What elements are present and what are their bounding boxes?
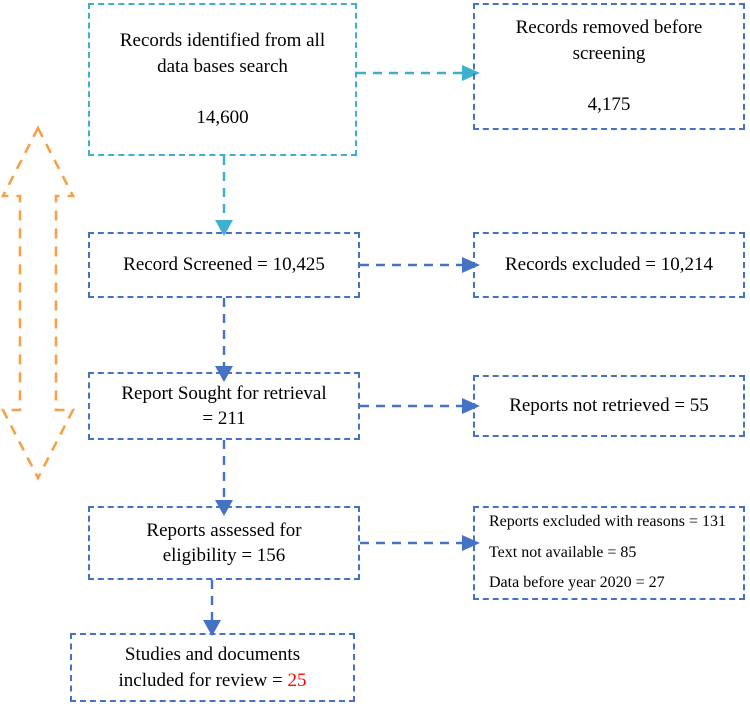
- box-excluded-reasons-line-1: Reports excluded with reasons = 131: [489, 513, 726, 531]
- arrow-identification-to-screened: [215, 156, 233, 236]
- box-identification-line-2: data bases search: [157, 55, 288, 77]
- box-reports-not-retrieved: Reports not retrieved = 55: [473, 375, 745, 437]
- box-included-count: 25: [287, 669, 307, 691]
- box-removed-line-1: Records removed before: [515, 17, 703, 39]
- box-records-screened: Record Screened = 10,425: [88, 232, 360, 298]
- box-records-screened-text: Record Screened = 10,425: [123, 254, 325, 276]
- box-reports-not-retrieved-text: Reports not retrieved = 55: [509, 395, 709, 417]
- arrow-sought-to-assessed: [215, 440, 233, 516]
- box-excluded-reasons-line-3: Data before year 2020 = 27: [489, 574, 665, 592]
- box-reports-sought-line-1: Report Sought for retrieval: [121, 382, 327, 404]
- box-reports-excluded-reasons: Reports excluded with reasons = 131 Text…: [473, 506, 745, 600]
- box-identification: Records identified from all data bases s…: [88, 3, 357, 156]
- box-reports-sought: Report Sought for retrieval = 211: [88, 372, 360, 440]
- arrow-identification-to-removed: [357, 65, 480, 81]
- box-included-studies: Studies and documents included for revie…: [70, 633, 355, 702]
- box-identification-count: 14,600: [196, 107, 249, 129]
- box-reports-sought-line-2: = 211: [202, 408, 246, 429]
- arrow-assessed-to-excluded-reasons: [360, 535, 480, 551]
- box-removed-before-screening: Records removed before screening 4,175: [473, 3, 745, 130]
- arrow-assessed-to-included: [203, 580, 221, 636]
- box-removed-line-2: screening: [572, 42, 646, 64]
- box-reports-assessed-line-2: eligibility = 156: [162, 545, 286, 566]
- phase-range-arrow: [0, 125, 76, 481]
- box-excluded-reasons-line-2: Text not available = 85: [489, 543, 637, 561]
- box-reports-assessed-line-1: Reports assessed for: [146, 519, 302, 541]
- box-removed-count: 4,175: [587, 94, 631, 116]
- arrow-screened-to-excluded: [360, 257, 480, 273]
- box-reports-assessed: Reports assessed for eligibility = 156: [88, 506, 360, 580]
- box-included-line-2: included for review = 25: [119, 668, 307, 693]
- arrow-sought-to-not-retrieved: [360, 398, 480, 414]
- box-records-excluded-text: Records excluded = 10,214: [504, 254, 714, 276]
- box-included-line-1: Studies and documents: [124, 644, 301, 666]
- box-records-excluded: Records excluded = 10,214: [473, 232, 745, 298]
- box-included-label: included for review =: [118, 669, 288, 691]
- arrow-screened-to-sought: [215, 298, 233, 382]
- box-identification-line-1: Records identified from all: [119, 30, 326, 52]
